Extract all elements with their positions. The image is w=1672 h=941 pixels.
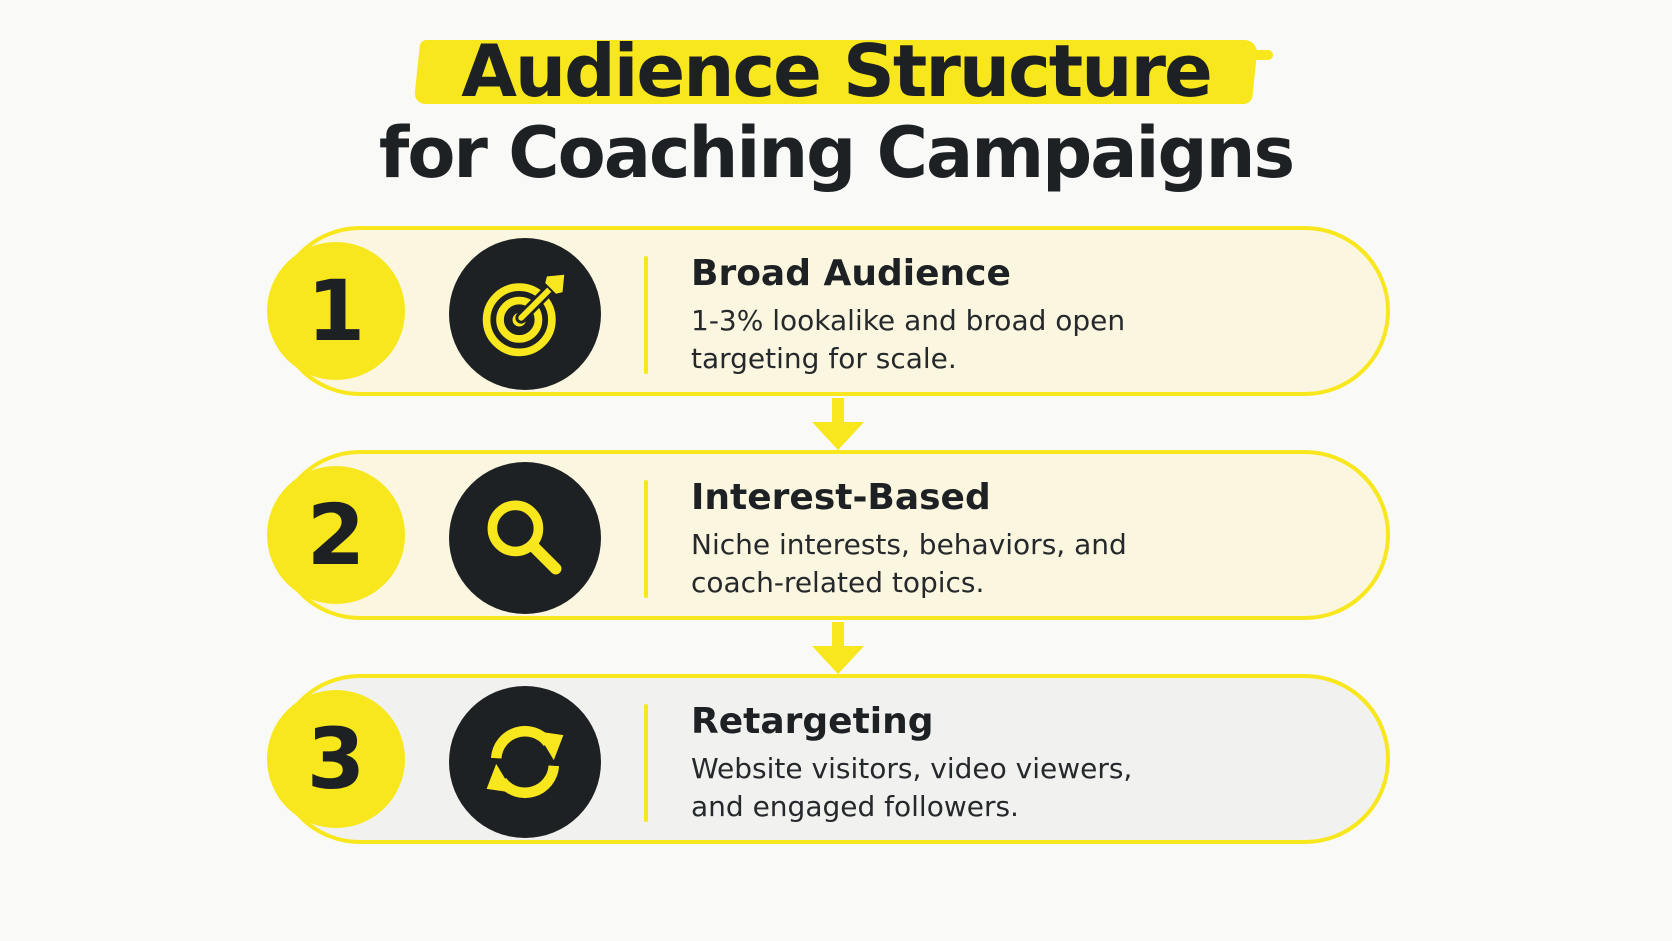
step-description: Website visitors, video viewers, and eng… xyxy=(691,750,1331,826)
refresh-icon xyxy=(449,686,601,838)
step-description: Niche interests, behaviors, and coach-re… xyxy=(691,526,1331,602)
step-title: Broad Audience xyxy=(691,253,1011,294)
step-text: Broad Audience 1-3% lookalike and broad … xyxy=(691,252,1331,378)
step-number-badge: 2 xyxy=(267,466,405,604)
step-description-line: targeting for scale. xyxy=(691,342,957,375)
title-line-2: for Coaching Campaigns xyxy=(378,112,1295,194)
magnifier-icon xyxy=(449,462,601,614)
step-card-2: 2 Interest-Based Niche interests, behavi… xyxy=(267,450,1390,620)
step-number-badge: 3 xyxy=(267,690,405,828)
arrow-down-icon xyxy=(808,622,868,680)
title-line-1: Audience Structure xyxy=(0,28,1672,114)
step-description-line: coach-related topics. xyxy=(691,566,985,599)
arrow-down-icon xyxy=(808,398,868,456)
step-divider xyxy=(644,256,648,374)
step-card-3: 3 Retargeting Website visitors, video vi… xyxy=(267,674,1390,844)
step-title: Interest-Based xyxy=(691,477,991,518)
step-description-line: 1-3% lookalike and broad open xyxy=(691,304,1126,337)
title-text-1: Audience Structure xyxy=(461,29,1213,113)
step-divider xyxy=(644,704,648,822)
title-highlight: Audience Structure xyxy=(417,28,1273,114)
step-text: Retargeting Website visitors, video view… xyxy=(691,700,1331,826)
step-card-1: 1 Broad Audience 1-3% lookalike and broa… xyxy=(267,226,1390,396)
step-number-badge: 1 xyxy=(267,242,405,380)
target-icon xyxy=(449,238,601,390)
step-title: Retargeting xyxy=(691,701,934,742)
step-description-line: Niche interests, behaviors, and xyxy=(691,528,1127,561)
step-description-line: Website visitors, video viewers, xyxy=(691,752,1133,785)
step-description: 1-3% lookalike and broad open targeting … xyxy=(691,302,1331,378)
page-title: Audience Structure for Coaching Campaign… xyxy=(0,28,1672,196)
step-text: Interest-Based Niche interests, behavior… xyxy=(691,476,1331,602)
step-divider xyxy=(644,480,648,598)
step-description-line: and engaged followers. xyxy=(691,790,1019,823)
